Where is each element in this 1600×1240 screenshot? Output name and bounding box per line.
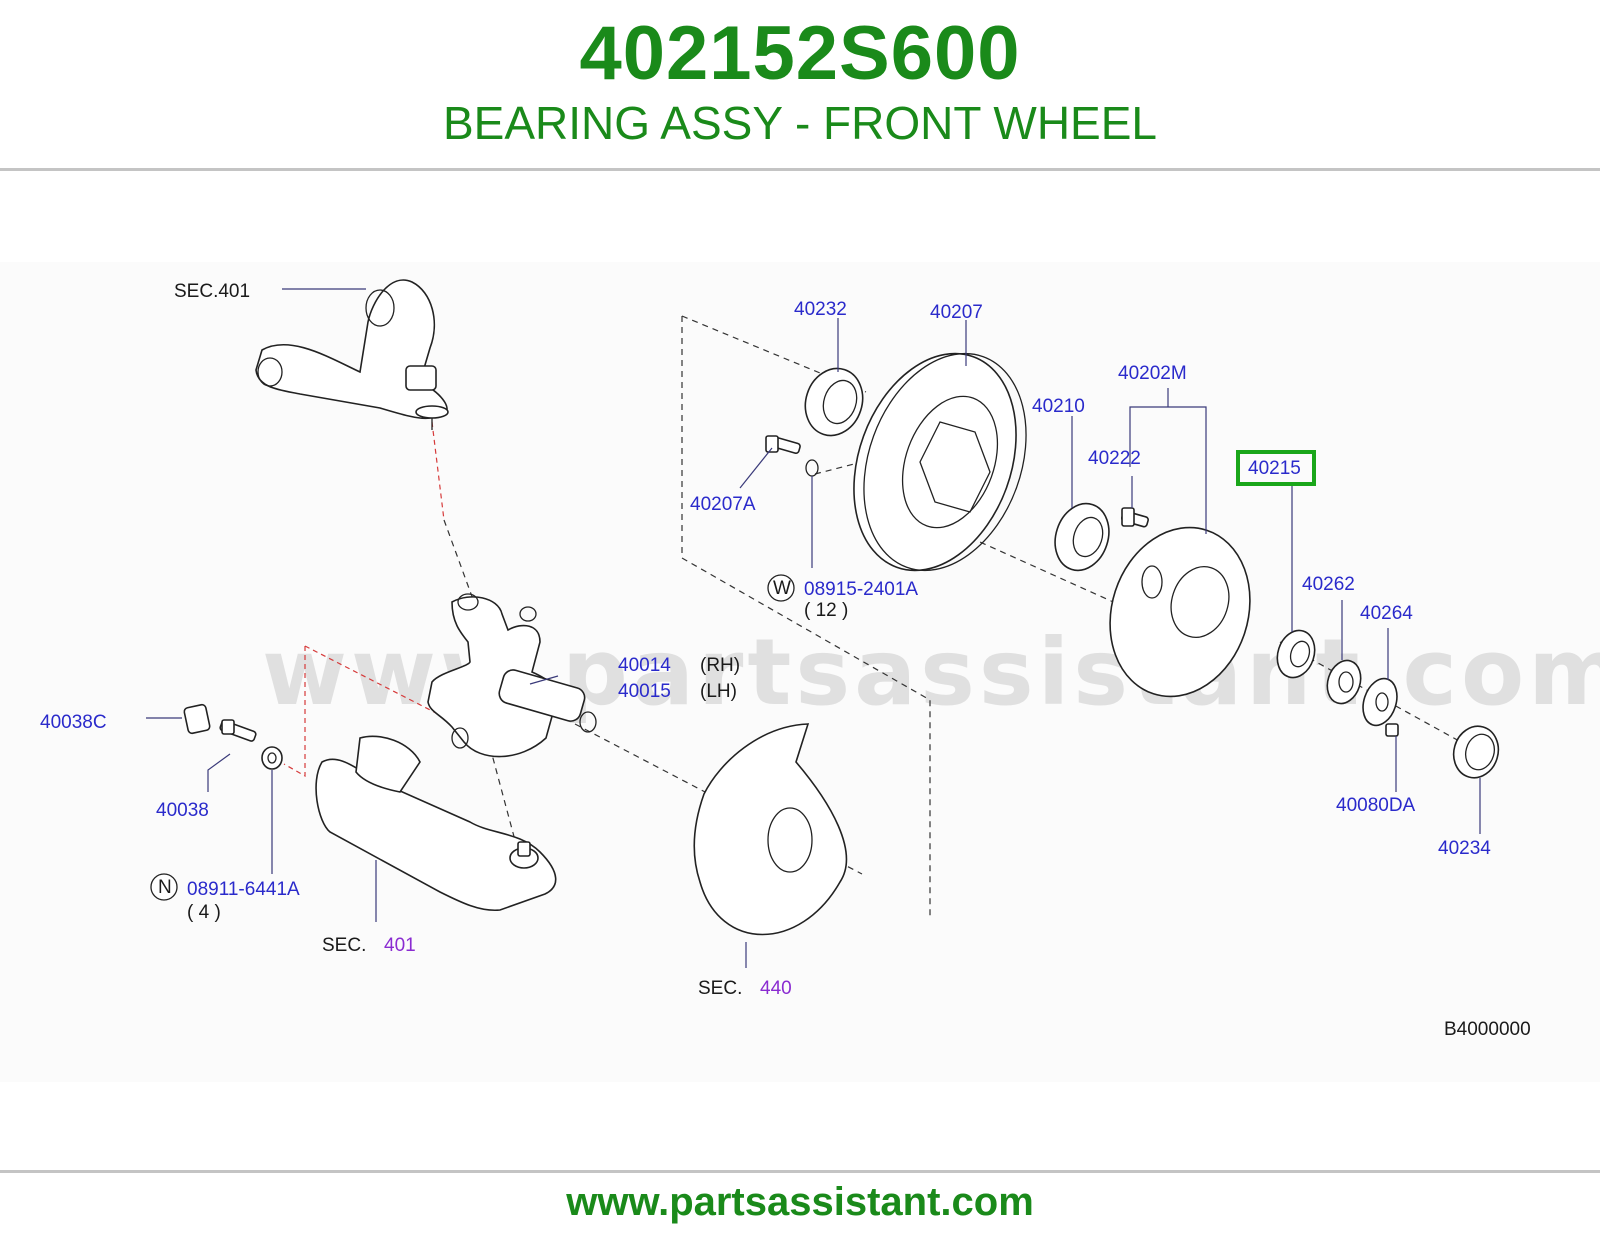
label-40014[interactable]: 40014 — [618, 655, 671, 676]
callout-labels: SEC.401 40232 40207 40210 40202M 40222 4… — [40, 281, 1531, 1040]
label-sec401-top[interactable]: SEC.401 — [174, 281, 250, 302]
wheel-hub — [1109, 507, 1251, 698]
rotor-bolt — [765, 435, 819, 477]
leader-lines — [146, 288, 1481, 968]
label-rh: (RH) — [700, 655, 740, 676]
part-name-subtitle: BEARING ASSY - FRONT WHEEL — [442, 97, 1157, 149]
label-sec-bottom-b[interactable]: SEC. — [698, 978, 742, 999]
label-40038[interactable]: 40038 — [156, 800, 209, 821]
footer-divider — [0, 1170, 1600, 1173]
dust-shield — [693, 723, 848, 936]
diagram-code: B4000000 — [1444, 1019, 1531, 1040]
label-sec-bottom-a[interactable]: SEC. — [322, 935, 366, 956]
circle-w-letter: W — [773, 578, 791, 599]
label-40210[interactable]: 40210 — [1032, 396, 1085, 417]
label-40264[interactable]: 40264 — [1360, 603, 1413, 624]
bushing-bolt-nut — [183, 703, 283, 770]
label-40232[interactable]: 40232 — [794, 299, 847, 320]
label-40207[interactable]: 40207 — [930, 302, 983, 323]
label-40207a[interactable]: 40207A — [690, 494, 756, 515]
grease-seal — [804, 367, 864, 437]
label-40215[interactable]: 40215 — [1248, 458, 1301, 479]
exploded-view: www.partsassistant.com — [40, 279, 1600, 1040]
parts-diagram: www.partsassistant.com — [0, 262, 1600, 1082]
label-40222[interactable]: 40222 — [1088, 448, 1141, 469]
circle-w-marker — [767, 574, 795, 602]
circle-n-marker — [150, 873, 178, 901]
label-40038c[interactable]: 40038C — [40, 712, 107, 733]
label-40234[interactable]: 40234 — [1438, 838, 1491, 859]
hub-screw — [1385, 723, 1399, 737]
header-divider — [0, 168, 1600, 171]
label-08911-qty: ( 4 ) — [187, 902, 221, 923]
label-40080da[interactable]: 40080DA — [1336, 795, 1416, 816]
footer-url[interactable]: www.partsassistant.com — [566, 1180, 1034, 1224]
label-lh: (LH) — [700, 681, 737, 702]
label-40262[interactable]: 40262 — [1302, 574, 1355, 595]
label-08911-6441a[interactable]: 08911-6441A — [187, 879, 300, 900]
inner-bearing-40215 — [1276, 629, 1316, 679]
upper-control-arm — [255, 279, 449, 430]
highlight-box-40215 — [1236, 450, 1316, 486]
lock-plate — [1362, 677, 1398, 727]
label-08915-qty: ( 12 ) — [804, 600, 848, 621]
circle-n-letter: N — [158, 877, 172, 898]
label-08915-2401a[interactable]: 08915-2401A — [804, 579, 918, 600]
outer-bearing — [1054, 502, 1110, 572]
lock-washer — [1326, 659, 1362, 705]
label-40202m[interactable]: 40202M — [1118, 363, 1187, 384]
lower-control-arm — [315, 735, 557, 912]
part-number-title: 402152S600 — [579, 11, 1021, 96]
hub-cap — [1452, 725, 1500, 779]
label-sec-bottom-b-num[interactable]: 440 — [760, 978, 792, 999]
steering-knuckle — [427, 593, 597, 758]
label-sec-bottom-a-num[interactable]: 401 — [384, 935, 416, 956]
label-40015[interactable]: 40015 — [618, 681, 671, 702]
brake-rotor — [853, 352, 1027, 572]
